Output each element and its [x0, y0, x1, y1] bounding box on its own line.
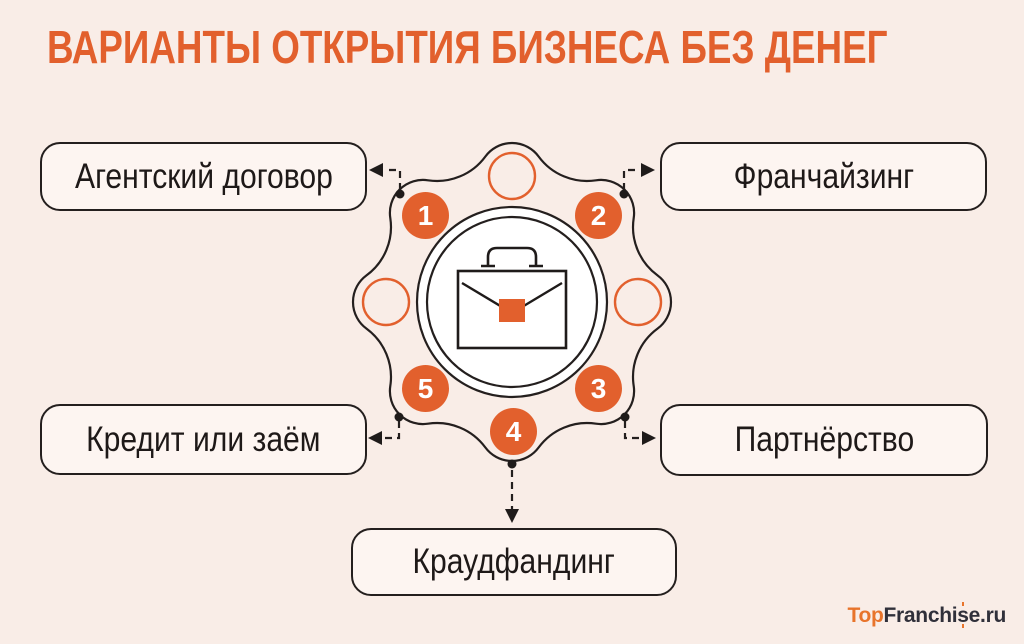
page-title: ВАРИАНТЫ ОТКРЫТИЯ БИЗНЕСА БЕЗ ДЕНЕГ	[47, 21, 888, 73]
arrowhead-crowd	[505, 509, 519, 523]
box-partnership: Партнёрство	[660, 404, 988, 476]
connectors	[383, 168, 641, 512]
arrow-line-partner	[623, 421, 641, 440]
arrow-line-franchise	[622, 168, 640, 190]
box-credit-loan: Кредит или заём	[40, 404, 367, 475]
arrowhead-franchise	[641, 163, 655, 177]
number-badge-1: 1	[402, 192, 449, 239]
arrow-line-agency	[384, 168, 402, 190]
arrowhead-credit	[368, 431, 382, 445]
satellite-ring-top	[487, 151, 537, 201]
logo-dollar-s: s	[957, 602, 969, 628]
box-agency-contract-label: Агентский договор	[74, 156, 333, 196]
arrowheads	[368, 163, 656, 523]
box-crowdfunding: Краудфандинг	[351, 528, 677, 596]
box-partnership-label: Партнёрство	[734, 420, 914, 459]
number-badge-3: 3	[575, 365, 622, 412]
number-badge-4: 4	[490, 408, 537, 455]
center-disc-inner-ring	[425, 215, 599, 389]
briefcase-clasp	[499, 299, 525, 322]
logo-prefix: Top	[847, 604, 884, 627]
connector-dots	[394, 189, 630, 469]
dot-credit	[394, 412, 404, 422]
box-agency-contract: Агентский договор	[40, 142, 367, 211]
box-franchising: Франчайзинг	[660, 142, 987, 211]
arrowhead-agency	[369, 163, 383, 177]
box-credit-loan-label: Кредит или заём	[86, 419, 321, 459]
topfranchise-logo: TopFranchise.ru	[847, 602, 1007, 628]
dot-crowd	[507, 459, 517, 469]
box-crowdfunding-label: Краудфандинг	[412, 542, 616, 581]
number-badge-2: 2	[575, 192, 622, 239]
briefcase-handle	[481, 246, 543, 268]
logo-mid: Franchi	[883, 604, 958, 627]
briefcase-icon	[456, 246, 568, 350]
box-franchising-label: Франчайзинг	[733, 156, 914, 196]
satellite-ring-left	[361, 277, 411, 327]
dot-agency	[395, 189, 405, 199]
logo-suffix: e.ru	[968, 604, 1007, 627]
dot-partner	[620, 412, 630, 422]
dot-franchise	[619, 189, 629, 199]
arrow-line-credit	[383, 421, 401, 440]
number-badge-5: 5	[402, 365, 449, 412]
satellite-ring-right	[613, 277, 663, 327]
arrowhead-partner	[642, 431, 656, 445]
